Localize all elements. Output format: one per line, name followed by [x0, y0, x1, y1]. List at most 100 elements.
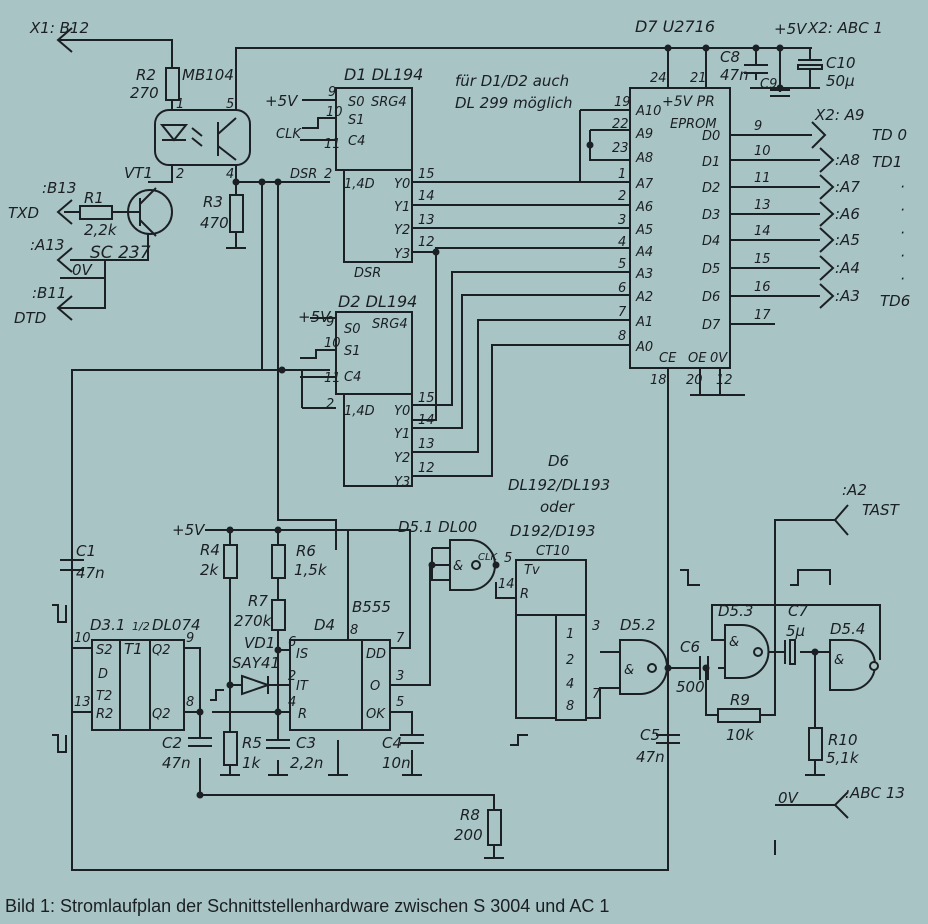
dot: · [900, 224, 905, 242]
pin: 2 [324, 167, 332, 182]
pin: 14 [418, 413, 435, 428]
pin: O [370, 679, 380, 694]
pin: DSR [354, 266, 381, 281]
pin: R [520, 587, 529, 602]
vt1-ref: VT1 [124, 164, 153, 182]
pin: D3 [702, 208, 720, 223]
pin: 2 [176, 167, 184, 182]
component-labels: R2 270 MB104 VT1 SC 237 R1 2,2k R3 470 D… [76, 17, 865, 844]
d51-ref: D5.1 DL00 [398, 518, 477, 536]
pin: 9 [326, 315, 334, 330]
pin: D2 [702, 181, 720, 196]
pin: 10 [324, 336, 341, 351]
pin: 14 [498, 577, 515, 592]
d3-type: DL074 [152, 616, 201, 634]
pin: 7 [618, 305, 627, 320]
pin: 14 [754, 224, 771, 239]
r4-ref: R4 [200, 541, 220, 559]
pin: 13 [418, 213, 435, 228]
label-txd: TXD [8, 204, 39, 222]
capacitors [60, 59, 823, 749]
diode-vd1 [241, 674, 272, 696]
pin: Y1 [394, 200, 410, 215]
pin: 13 [74, 695, 91, 710]
c4-ref: C4 [382, 734, 402, 752]
pin: 1,4D [344, 404, 375, 419]
c5-value: 47n [636, 748, 665, 766]
pin: 8 [618, 329, 626, 344]
pin: 8 [350, 623, 358, 638]
optocoupler [154, 109, 251, 166]
pin: 6 [618, 281, 626, 296]
d53-ref: D5.3 [718, 602, 753, 620]
label-x2-abc1: X2: ABC 1 [807, 19, 883, 37]
pin: 4 [288, 695, 296, 710]
pin: 3 [592, 619, 600, 634]
d6-or: oder [540, 498, 575, 516]
d3-t1: T1 [124, 640, 143, 658]
pin: 4 [618, 235, 626, 250]
pin: 15 [418, 167, 435, 182]
pin: 7 [396, 631, 405, 646]
pin: 5 [226, 97, 234, 112]
pin: 0V [710, 351, 728, 366]
pin: 16 [754, 280, 771, 295]
pin: CLK [276, 127, 302, 142]
pin: 12 [418, 235, 435, 250]
pin: DD [366, 647, 386, 662]
r1-ref: R1 [84, 189, 104, 207]
pin: D0 [702, 129, 720, 144]
pin: 1,4D [344, 177, 375, 192]
c5-ref: C5 [640, 726, 660, 744]
pin: Y3 [394, 247, 410, 262]
d54-ref: D5.4 [830, 620, 865, 638]
pin: S1 [344, 344, 361, 359]
transistor-vt1 [127, 187, 173, 237]
pin: Q2 [152, 643, 171, 658]
pin: OE [688, 351, 707, 366]
pin: 5 [396, 695, 404, 710]
pin: 9 [754, 119, 762, 134]
dot: · [900, 201, 905, 219]
junction-dots [196, 44, 819, 799]
pin: 5 [618, 257, 626, 272]
pin: R [298, 707, 307, 722]
pin: 10 [326, 105, 343, 120]
r2-ref: R2 [136, 66, 156, 84]
pin: 23 [612, 141, 629, 156]
connector-arrows [56, 27, 849, 819]
pin: 11 [754, 171, 771, 186]
pin: & [834, 653, 844, 668]
pin: 3 [396, 669, 404, 684]
d2-func: SRG4 [372, 317, 408, 332]
pin-labels: 1 2 4 5 S0 S1 C4 1,4D Y0 Y1 Y2 Y3 9 10 1… [74, 71, 844, 722]
pin: A10 [635, 104, 661, 119]
pin: Q2 [152, 707, 171, 722]
pin: IT [296, 679, 309, 694]
label-0v: 0V [72, 261, 94, 279]
wires [58, 39, 881, 871]
pin: 9 [186, 631, 194, 646]
vt1-type: SC 237 [90, 243, 151, 263]
r10-value: 5,1k [826, 749, 860, 767]
c8-value: 47n [720, 66, 749, 84]
pin: 12 [418, 461, 435, 476]
pin: 12 [716, 373, 733, 388]
pin: 1 [618, 167, 626, 182]
label-plus5v-d1: +5V [265, 92, 299, 110]
pin: 6 [288, 635, 296, 650]
label-a3: :A3 [835, 287, 860, 305]
label-a6: :A6 [835, 205, 860, 223]
pin: D1 [702, 155, 720, 170]
pin: A2 [635, 290, 653, 305]
d4-ref: D4 [314, 616, 335, 634]
d7-pr: +5V PR [662, 94, 715, 110]
pin: 19 [614, 95, 631, 110]
label-a5: :A5 [835, 231, 860, 249]
pin: CLK [478, 552, 499, 563]
vd1-ref: VD1 [244, 634, 275, 652]
pin: 4 [226, 167, 234, 182]
pin: 10 [74, 631, 91, 646]
label-dtd: DTD [14, 309, 46, 327]
label-0v-out: 0V [778, 789, 800, 807]
